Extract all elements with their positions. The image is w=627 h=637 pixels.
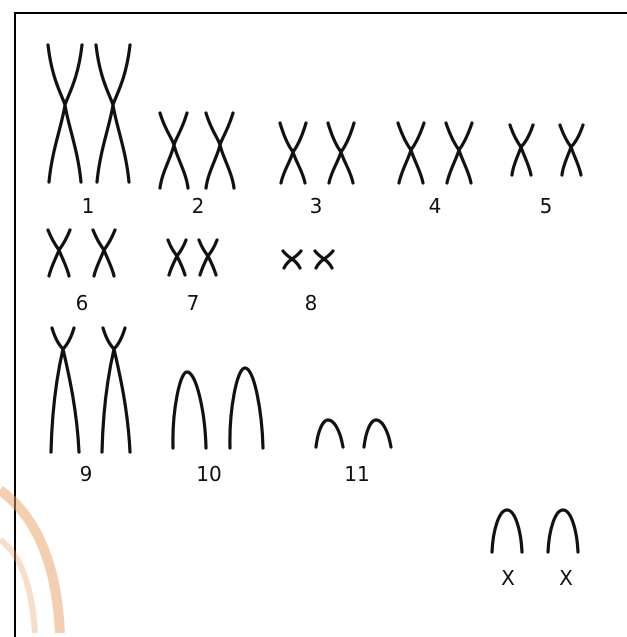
frame-border [14, 12, 627, 637]
chromosome [321, 249, 335, 270]
chromosome [490, 508, 524, 554]
chromosome [546, 508, 580, 554]
chromosome [409, 121, 426, 185]
chromosome [218, 111, 236, 190]
chromosome-pair-9 [49, 326, 132, 454]
chromosome-pair-5 [508, 123, 585, 177]
chromosome [46, 228, 61, 278]
chromosome [278, 121, 295, 185]
chromosome [444, 121, 461, 185]
label-pair-9: 9 [79, 462, 93, 486]
chromosome [508, 123, 523, 177]
label-chromosome-x-right: X [559, 566, 573, 590]
chromosome [396, 121, 413, 185]
label-pair-2: 2 [191, 194, 205, 218]
chromosome [91, 228, 106, 278]
chromosome [289, 249, 303, 270]
chromosome [94, 43, 115, 184]
chromosome-pair-6 [46, 228, 117, 278]
chromosome [49, 326, 65, 454]
label-pair-5: 5 [539, 194, 553, 218]
chromosome [457, 121, 474, 185]
chromosome-pair-4 [396, 121, 474, 185]
label-pair-11: 11 [344, 462, 370, 486]
label-pair-4: 4 [428, 194, 442, 218]
chromosome-pair-11 [314, 418, 393, 449]
chromosome [102, 228, 117, 278]
chromosome [362, 418, 393, 449]
chromosome [158, 111, 176, 190]
chromosome [111, 43, 132, 184]
chromosome-pair-10 [171, 366, 265, 450]
chromosome [197, 238, 210, 277]
chromosome-pair-8 [281, 249, 335, 270]
label-chromosome-x-left: X [501, 566, 515, 590]
chromosome [175, 238, 188, 277]
chromosome [100, 326, 116, 454]
chromosome [519, 123, 535, 177]
chromosome [558, 123, 573, 177]
label-pair-7: 7 [186, 291, 200, 315]
label-pair-1: 1 [81, 194, 95, 218]
chromosome [228, 366, 265, 450]
chromosome-pair-2 [158, 111, 236, 190]
chromosome [171, 370, 208, 450]
chromosome [339, 121, 356, 185]
chromosome-pair-1 [46, 43, 132, 184]
chromosome-pair-x [490, 508, 580, 554]
chromosome [204, 111, 222, 190]
label-pair-3: 3 [309, 194, 323, 218]
chromosome [291, 121, 308, 185]
chromosome [63, 43, 84, 184]
label-pair-6: 6 [75, 291, 89, 315]
chromosome [569, 123, 585, 177]
chromosome-pair-3 [278, 121, 356, 185]
chromosome [172, 111, 190, 190]
chromosome [206, 238, 219, 277]
chromosome [46, 43, 67, 184]
label-pair-8: 8 [304, 291, 318, 315]
chromosome-pair-7 [166, 238, 219, 277]
label-pair-10: 10 [196, 462, 222, 486]
chromosome [314, 418, 345, 449]
chromosome [61, 326, 81, 454]
decorative-curve [0, 485, 65, 633]
chromosome [112, 326, 132, 454]
chromosome [57, 228, 72, 278]
chromosome [166, 238, 179, 277]
chromosome [326, 121, 343, 185]
